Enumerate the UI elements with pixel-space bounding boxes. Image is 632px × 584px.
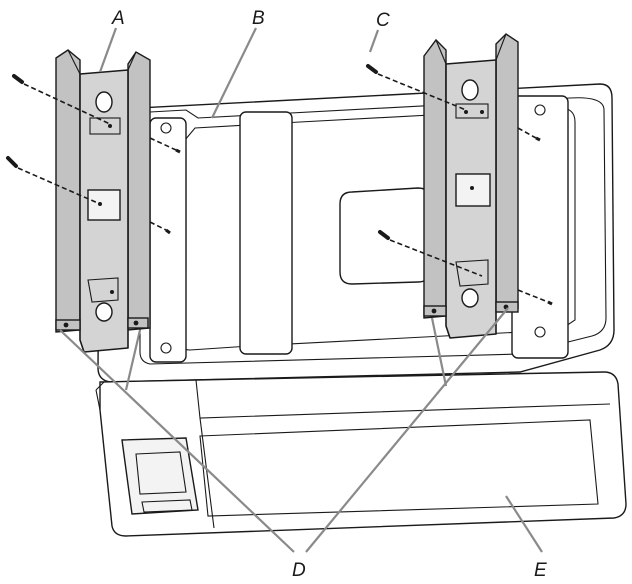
leader-d	[124, 329, 142, 391]
left-bracket	[55, 49, 151, 353]
right-bracket	[423, 33, 519, 339]
mount-hole	[534, 104, 546, 116]
screws	[6, 64, 553, 306]
leader-d	[59, 329, 295, 553]
leader-d	[305, 307, 509, 553]
screw-hole	[108, 124, 112, 128]
leader-e	[505, 495, 543, 553]
callout-b: B	[252, 8, 265, 29]
leader-lines	[59, 27, 543, 553]
housing-slot	[239, 111, 293, 355]
front-panel	[199, 419, 599, 517]
screw-hole	[470, 186, 474, 190]
screw-icon	[378, 230, 483, 277]
mount-hole	[160, 342, 172, 354]
screw-icon	[12, 74, 111, 125]
mount-hole	[534, 326, 546, 338]
callout-a: A	[111, 8, 125, 29]
mount-hole	[160, 122, 172, 134]
front-window	[121, 437, 199, 515]
leader-d	[430, 317, 448, 387]
unit-housing	[95, 83, 627, 537]
leader-c	[368, 29, 380, 53]
screw-icon	[6, 156, 101, 205]
callout-d: D	[292, 560, 306, 581]
leader-a	[98, 27, 118, 73]
screw-icon	[366, 64, 467, 111]
callout-c: C	[376, 10, 390, 31]
callout-e: E	[534, 560, 547, 581]
leader-b	[211, 27, 257, 119]
